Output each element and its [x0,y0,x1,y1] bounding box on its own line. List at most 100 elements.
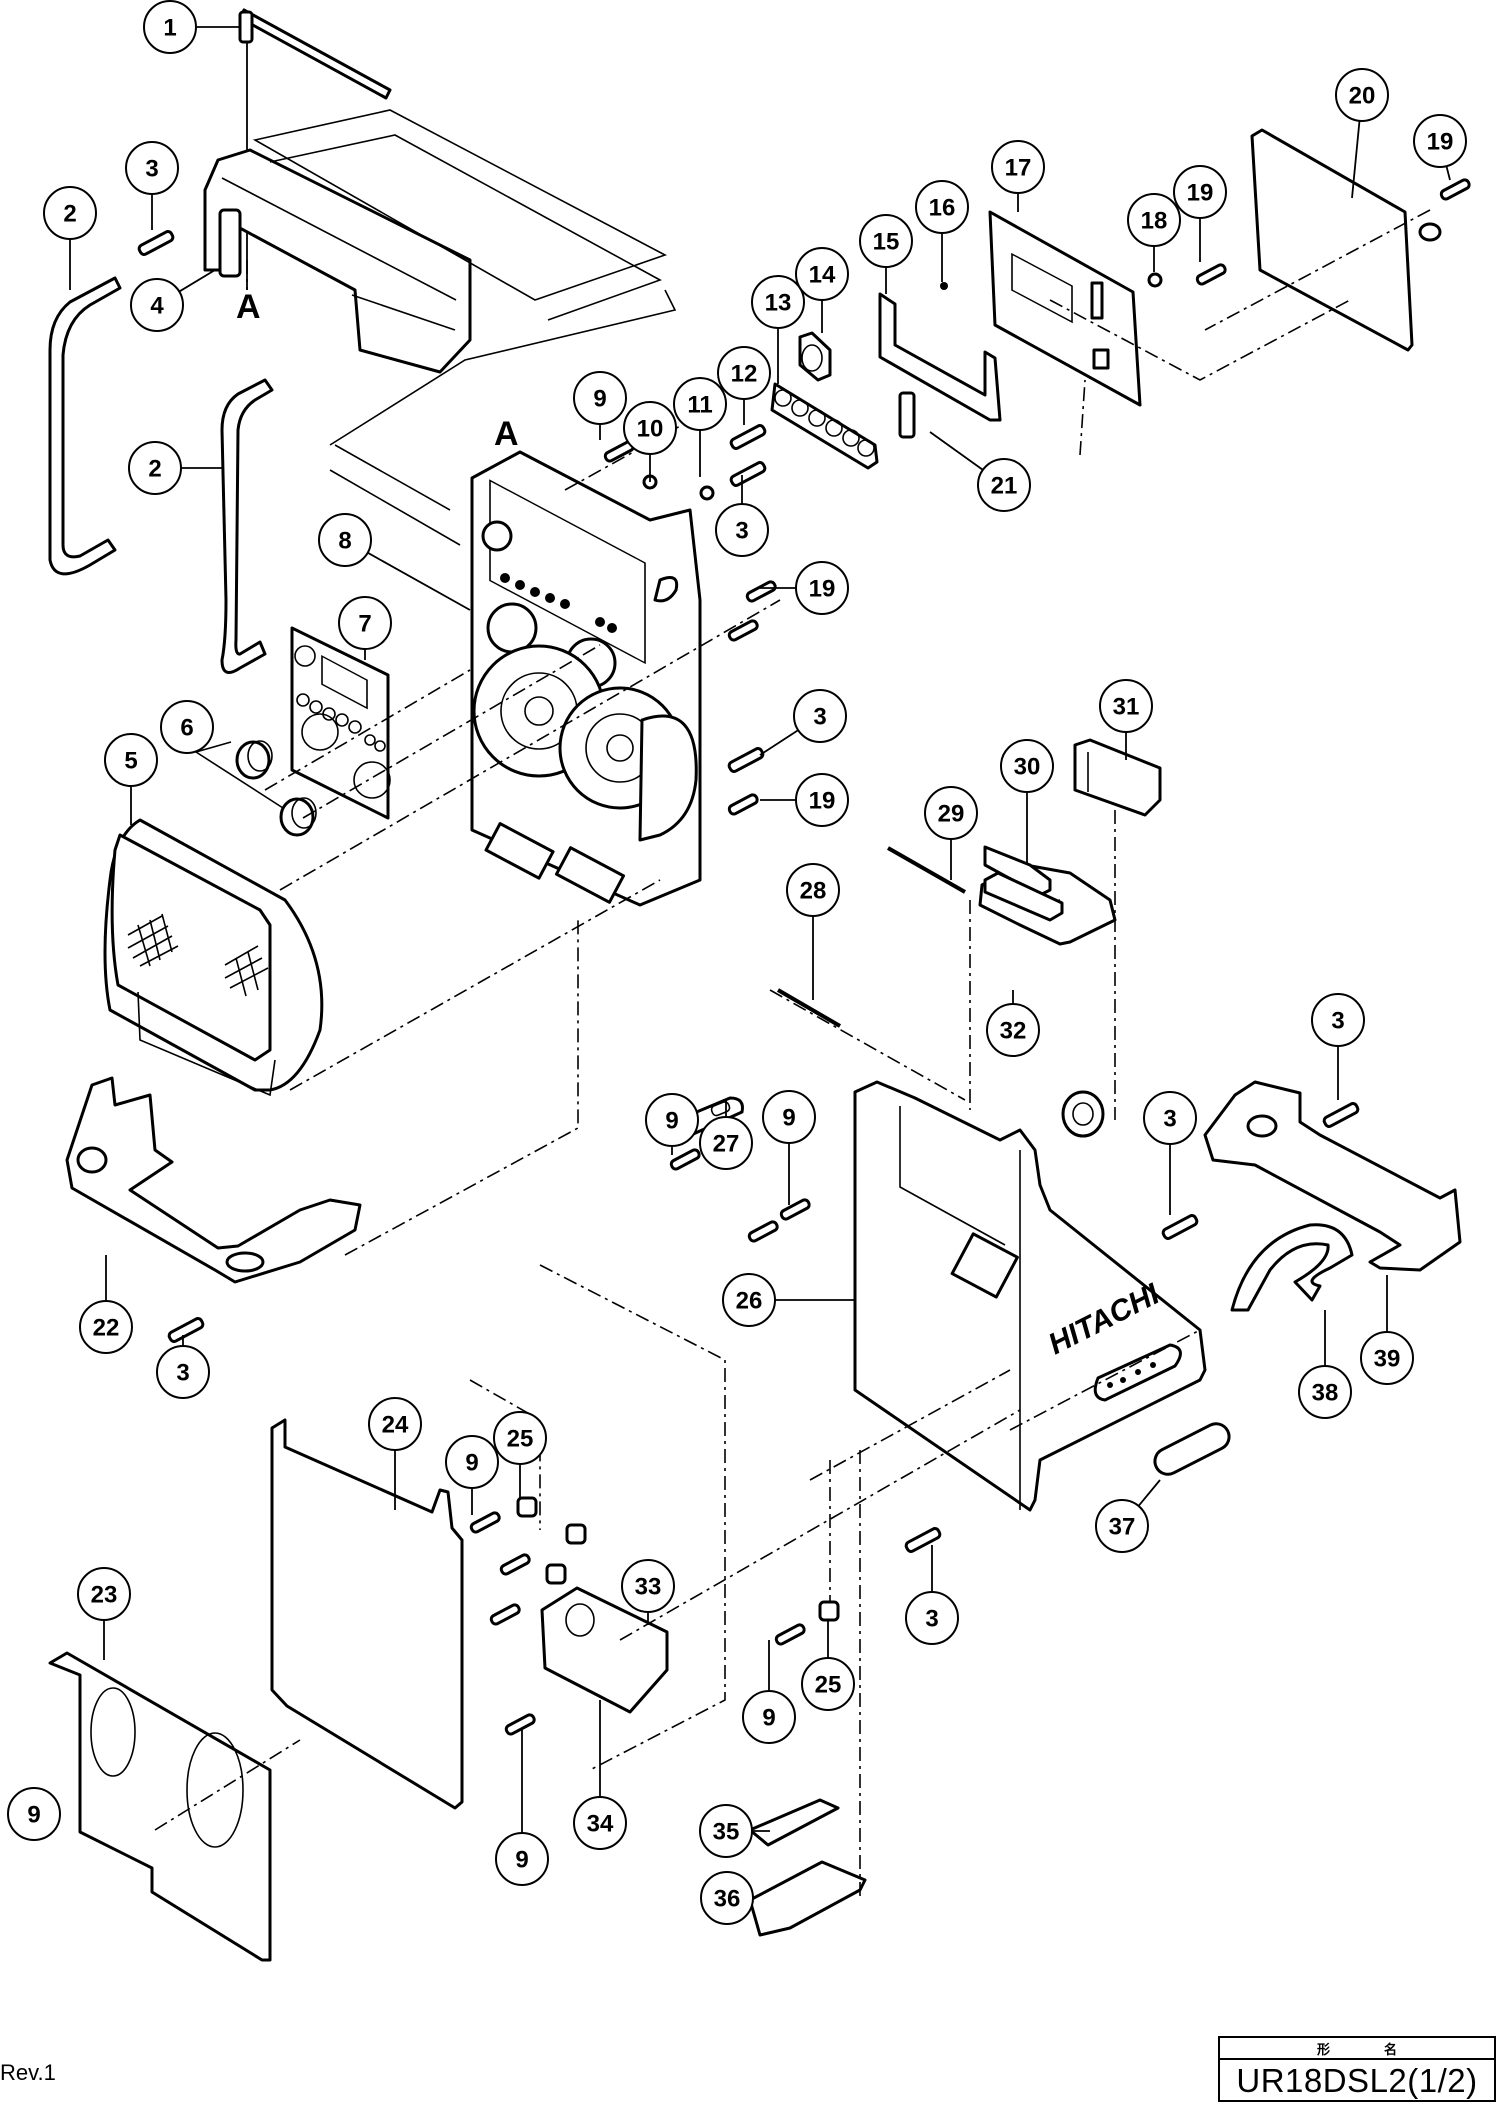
callout-circle [762,1090,816,1144]
part-panel-sticker [290,626,391,820]
callout-circle [1095,1499,1149,1553]
callout-10: 10 [623,401,677,482]
callout-9: 9 [7,1787,61,1841]
callout-circle [991,140,1045,194]
model-number: UR18DSL2(1/2) [1236,2062,1478,2099]
callout-number: 3 [145,156,158,183]
callout-8: 8 [318,513,471,611]
callout-circle [793,689,847,743]
callout-number: 32 [1000,1018,1027,1045]
callout-24: 24 [368,1397,422,1510]
callout-12: 12 [717,346,771,425]
part-front-frame [470,450,702,907]
part-bracket-31 [1073,738,1162,817]
callout-circle [795,247,849,301]
callout-25: 25 [493,1411,547,1498]
callout-3: 3 [1143,1091,1197,1215]
callout-number: 3 [1163,1106,1176,1133]
callout-circle [924,786,978,840]
callout-leader-line [178,269,216,293]
callout-circle [7,1787,61,1841]
callout-circle [977,458,1031,512]
part-screw-16 [940,282,948,290]
callout-number: 23 [91,1582,118,1609]
callout-circle [795,773,849,827]
part-button-14 [798,331,832,382]
callout-number: 39 [1374,1346,1401,1373]
callout-circle [859,214,913,268]
callout-number: 9 [515,1847,528,1874]
part-front-grill [103,818,324,1097]
callout-circle [1413,114,1467,168]
callout-circle [573,1796,627,1850]
callout-number: 3 [925,1606,938,1633]
callout-number: 3 [813,704,826,731]
callout-circle [717,346,771,400]
callout-number: 21 [991,473,1018,500]
callout-circle [742,1690,796,1744]
callout-number: 15 [873,229,900,256]
callout-leader-line [929,431,984,471]
callout-21: 21 [929,431,1031,512]
revision-label: Rev.1 [0,2060,56,2085]
callout-circle [699,1116,753,1170]
callout-number: 33 [635,1574,662,1601]
callout-number: 6 [180,715,193,742]
callout-circle [795,561,849,615]
callout-number: 7 [358,611,371,638]
callout-38: 38 [1298,1310,1352,1419]
callout-circle [445,1435,499,1489]
part-main-housing: HITACHI [853,1080,1207,1512]
callout-19: 19 [1173,165,1227,262]
assembly-lines [154,209,1431,1900]
callout-number: 2 [63,201,76,228]
callout-number: 13 [765,290,792,317]
callout-circle [125,141,179,195]
callout-leader-line [1137,1479,1161,1507]
callout-1: 1 [143,0,240,54]
callout-circle [1127,193,1181,247]
callout-9: 9 [445,1435,499,1515]
callout-circle [1311,993,1365,1047]
part-terminal-34 [540,1586,669,1714]
callout-circle [699,1804,753,1858]
callout-circle [1143,1091,1197,1145]
callout-circle [1173,165,1227,219]
callout-4: 4 [130,269,216,332]
callout-number: 27 [713,1131,740,1158]
callout-number: 4 [150,293,164,320]
callout-number: 26 [736,1288,763,1315]
callout-number: 5 [124,748,137,775]
callout-circle [801,1657,855,1711]
part-latch-36 [748,1860,867,1937]
callout-22: 22 [79,1255,133,1354]
callout-13: 13 [751,275,805,384]
callout-number: 28 [800,878,827,905]
callout-leader-line [1445,165,1451,181]
callout-circle [130,278,184,332]
callout-leader-line [367,551,471,611]
callout-6: 6 [160,700,214,754]
callout-17: 17 [991,140,1045,212]
callout-11: 11 [673,377,727,477]
callout-circle [786,863,840,917]
callout-circle [986,1003,1040,1057]
callout-circle [700,1871,754,1925]
callout-30: 30 [1000,739,1054,865]
callout-circle [715,503,769,557]
callout-20: 20 [1335,68,1389,199]
part-cover-35 [748,1798,840,1847]
callout-9: 9 [645,1093,699,1155]
part-button-strip-13 [770,382,879,470]
callout-number: 19 [809,788,836,815]
part-strap-38 [1230,1223,1354,1312]
callout-19: 19 [1413,114,1467,181]
part-cover-20 [1250,128,1442,352]
callout-circle [722,1273,776,1327]
callout-25: 25 [801,1620,855,1711]
part-switch-21 [898,391,916,439]
callout-circle [338,596,392,650]
callout-number: 2 [148,456,161,483]
assembly-guide-planes [252,109,677,546]
